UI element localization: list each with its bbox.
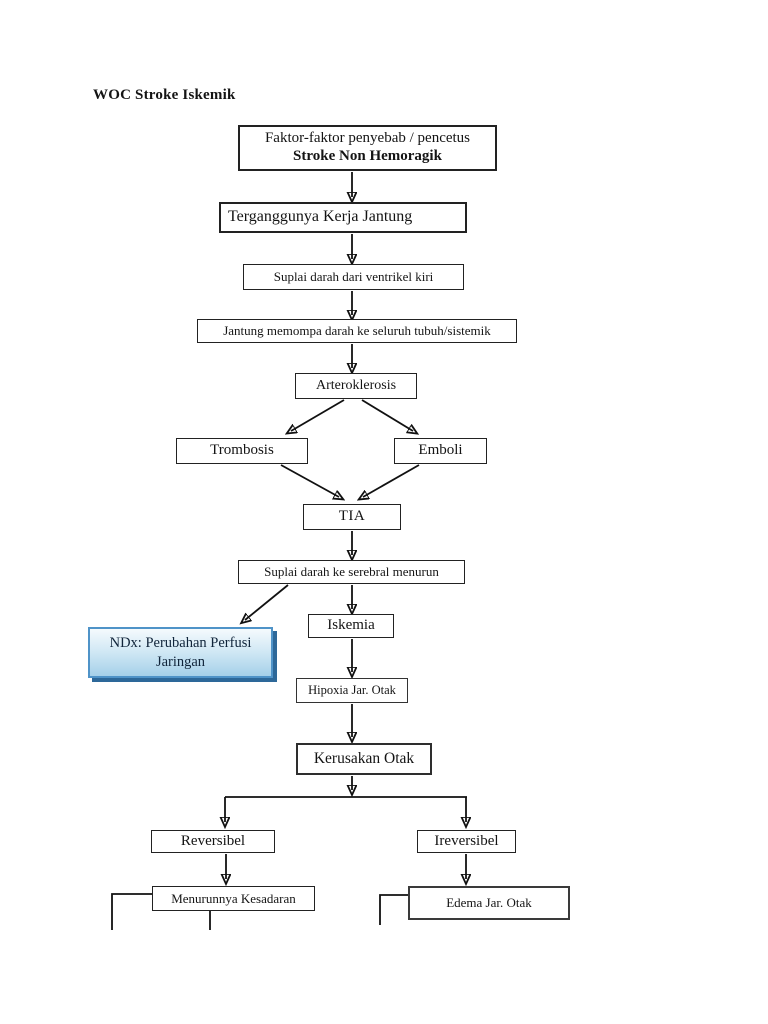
node-thrombosis: Trombosis — [176, 438, 308, 464]
node-causes-line2: Stroke Non Hemoragik — [293, 148, 442, 164]
arrow-arterosclerosis-thrombosis — [291, 399, 345, 431]
node-iskemia: Iskemia — [308, 614, 394, 638]
node-heart-function: Terganggunya Kerja Jantung — [219, 202, 467, 233]
elbow-connector-right — [379, 894, 408, 925]
node-brain-edema: Edema Jar. Otak — [408, 886, 570, 920]
node-decreased-consciousness: Menurunnya Kesadaran — [152, 886, 315, 911]
node-emboli: Emboli — [394, 438, 487, 464]
node-systemic-pump: Jantung memompa darah ke seluruh tubuh/s… — [197, 319, 517, 343]
page-title: WOC Stroke Iskemik — [93, 87, 236, 103]
node-brain-damage: Kerusakan Otak — [296, 743, 432, 775]
node-ventricle-supply: Suplai darah dari ventrikel kiri — [243, 264, 464, 290]
elbow-connector-left — [111, 893, 152, 930]
node-reversible: Reversibel — [151, 830, 275, 853]
node-tia: TIA — [303, 504, 401, 530]
arrow-thrombosis-tia — [280, 464, 339, 497]
node-irreversible: Ireversibel — [417, 830, 516, 853]
node-cerebral-supply: Suplai darah ke serebral menurun — [238, 560, 465, 584]
arrow-arterosclerosis-emboli — [361, 399, 413, 431]
node-arterosclerosis: Arteroklerosis — [295, 373, 417, 399]
node-ndx-perfusion-diagnosis: NDx: Perubahan Perfusi Jaringan — [88, 627, 273, 678]
node-brain-hypoxia: Hipoxia Jar. Otak — [296, 678, 408, 703]
arrow-emboli-tia — [363, 464, 420, 497]
arrow-cerebral-ndx — [245, 584, 289, 620]
node-causes: Faktor-faktor penyebab / pencetus Stroke… — [238, 125, 497, 171]
node-causes-line1: Faktor-faktor penyebab / pencetus — [264, 130, 471, 147]
